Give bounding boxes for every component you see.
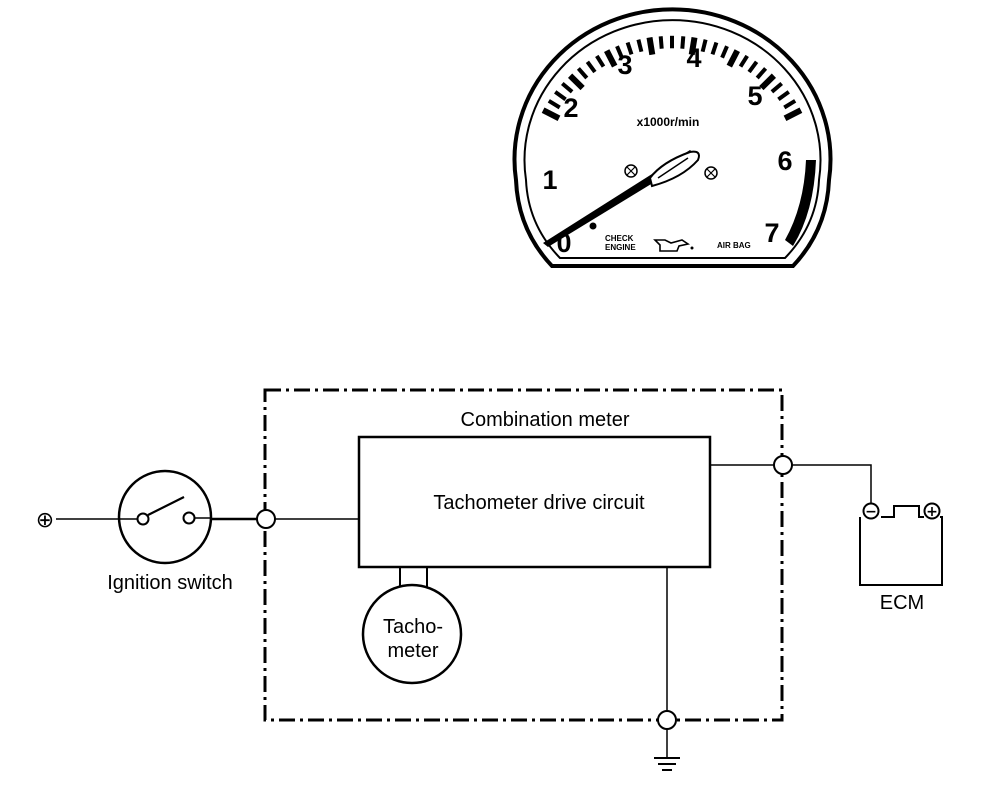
minor-tick bbox=[755, 67, 768, 80]
scale-number-6: 6 bbox=[777, 146, 792, 176]
minor-tick bbox=[625, 41, 634, 56]
gauge-needle bbox=[543, 150, 700, 247]
ignition-switch bbox=[117, 469, 213, 565]
major-tick bbox=[567, 73, 585, 91]
major-tick bbox=[541, 107, 561, 121]
major-tick bbox=[646, 37, 656, 56]
warning-airbag: AIR BAG bbox=[717, 241, 751, 250]
scale-number-1: 1 bbox=[542, 165, 557, 195]
screw-left-icon bbox=[624, 164, 638, 178]
tachometer-label-line2: meter bbox=[387, 640, 438, 662]
ecm-minus-symbol: − bbox=[865, 504, 877, 520]
ecm-plus-terminal bbox=[923, 502, 941, 520]
ignition-switch-label: Ignition switch bbox=[107, 572, 233, 594]
minor-tick bbox=[710, 41, 719, 56]
minor-tick bbox=[747, 60, 759, 74]
minor-tick bbox=[585, 60, 597, 74]
tachometer-label-line1: Tacho- bbox=[383, 616, 443, 638]
minor-tick bbox=[770, 81, 783, 94]
scale-number-3: 3 bbox=[617, 50, 632, 80]
redline-band bbox=[785, 160, 816, 246]
minor-tick bbox=[547, 99, 561, 110]
minor-tick bbox=[636, 39, 644, 53]
tachometer-unit bbox=[361, 567, 463, 685]
drive-circuit-label: Tachometer drive circuit bbox=[433, 492, 645, 514]
combination-meter-label: Combination meter bbox=[461, 409, 630, 431]
major-tick bbox=[688, 37, 698, 56]
ecm-plus-symbol: + bbox=[926, 504, 938, 520]
combination-meter-boundary bbox=[263, 388, 784, 722]
connector-bottom bbox=[657, 710, 677, 730]
ecm-unit: − + bbox=[859, 502, 943, 586]
minor-tick bbox=[595, 54, 606, 68]
scale-number-5: 5 bbox=[747, 81, 762, 111]
warning-check-line1: CHECK bbox=[605, 234, 634, 243]
major-tick bbox=[604, 49, 618, 68]
connector-left bbox=[256, 509, 276, 529]
circuit-diagram: ⊕ Ignition switch Combination meter Tach… bbox=[36, 388, 943, 771]
unit-label: x1000r/min bbox=[637, 115, 700, 129]
gauge-outer-rim bbox=[512, 7, 833, 268]
ecm-minus-terminal bbox=[862, 502, 880, 520]
minor-tick bbox=[561, 81, 574, 94]
minor-tick bbox=[738, 54, 749, 68]
tachometer-gauge: 0 1 2 3 4 5 6 7 x1000r/min CHECK ENGINE bbox=[512, 7, 833, 268]
major-tick bbox=[726, 49, 740, 68]
minor-tick bbox=[720, 45, 729, 59]
oil-can-icon bbox=[653, 239, 694, 252]
tachometer-drive-circuit-box bbox=[357, 435, 712, 569]
minor-tick bbox=[680, 36, 686, 49]
battery-positive-icon: ⊕ bbox=[36, 508, 54, 533]
wire-connector-to-ecm bbox=[792, 464, 872, 503]
ground-icon bbox=[654, 757, 680, 771]
scale-number-2: 2 bbox=[563, 93, 578, 123]
warning-check-line2: ENGINE bbox=[605, 243, 636, 252]
gauge-tick-marks bbox=[541, 35, 803, 121]
scale-number-7: 7 bbox=[764, 218, 779, 248]
connector-right bbox=[773, 455, 793, 475]
minor-tick bbox=[615, 45, 624, 59]
minor-tick bbox=[700, 39, 708, 53]
minor-tick bbox=[554, 90, 567, 102]
switch-lever bbox=[147, 496, 185, 516]
minor-tick bbox=[777, 90, 790, 102]
screw-right-icon bbox=[704, 166, 718, 180]
gauge-inner-rim bbox=[523, 19, 822, 259]
major-tick bbox=[759, 73, 777, 91]
minor-tick bbox=[576, 67, 589, 80]
scale-number-4: 4 bbox=[686, 43, 701, 73]
major-tick bbox=[783, 107, 803, 121]
minor-tick bbox=[658, 36, 664, 49]
ecm-label: ECM bbox=[880, 592, 924, 614]
minor-tick bbox=[783, 99, 797, 110]
